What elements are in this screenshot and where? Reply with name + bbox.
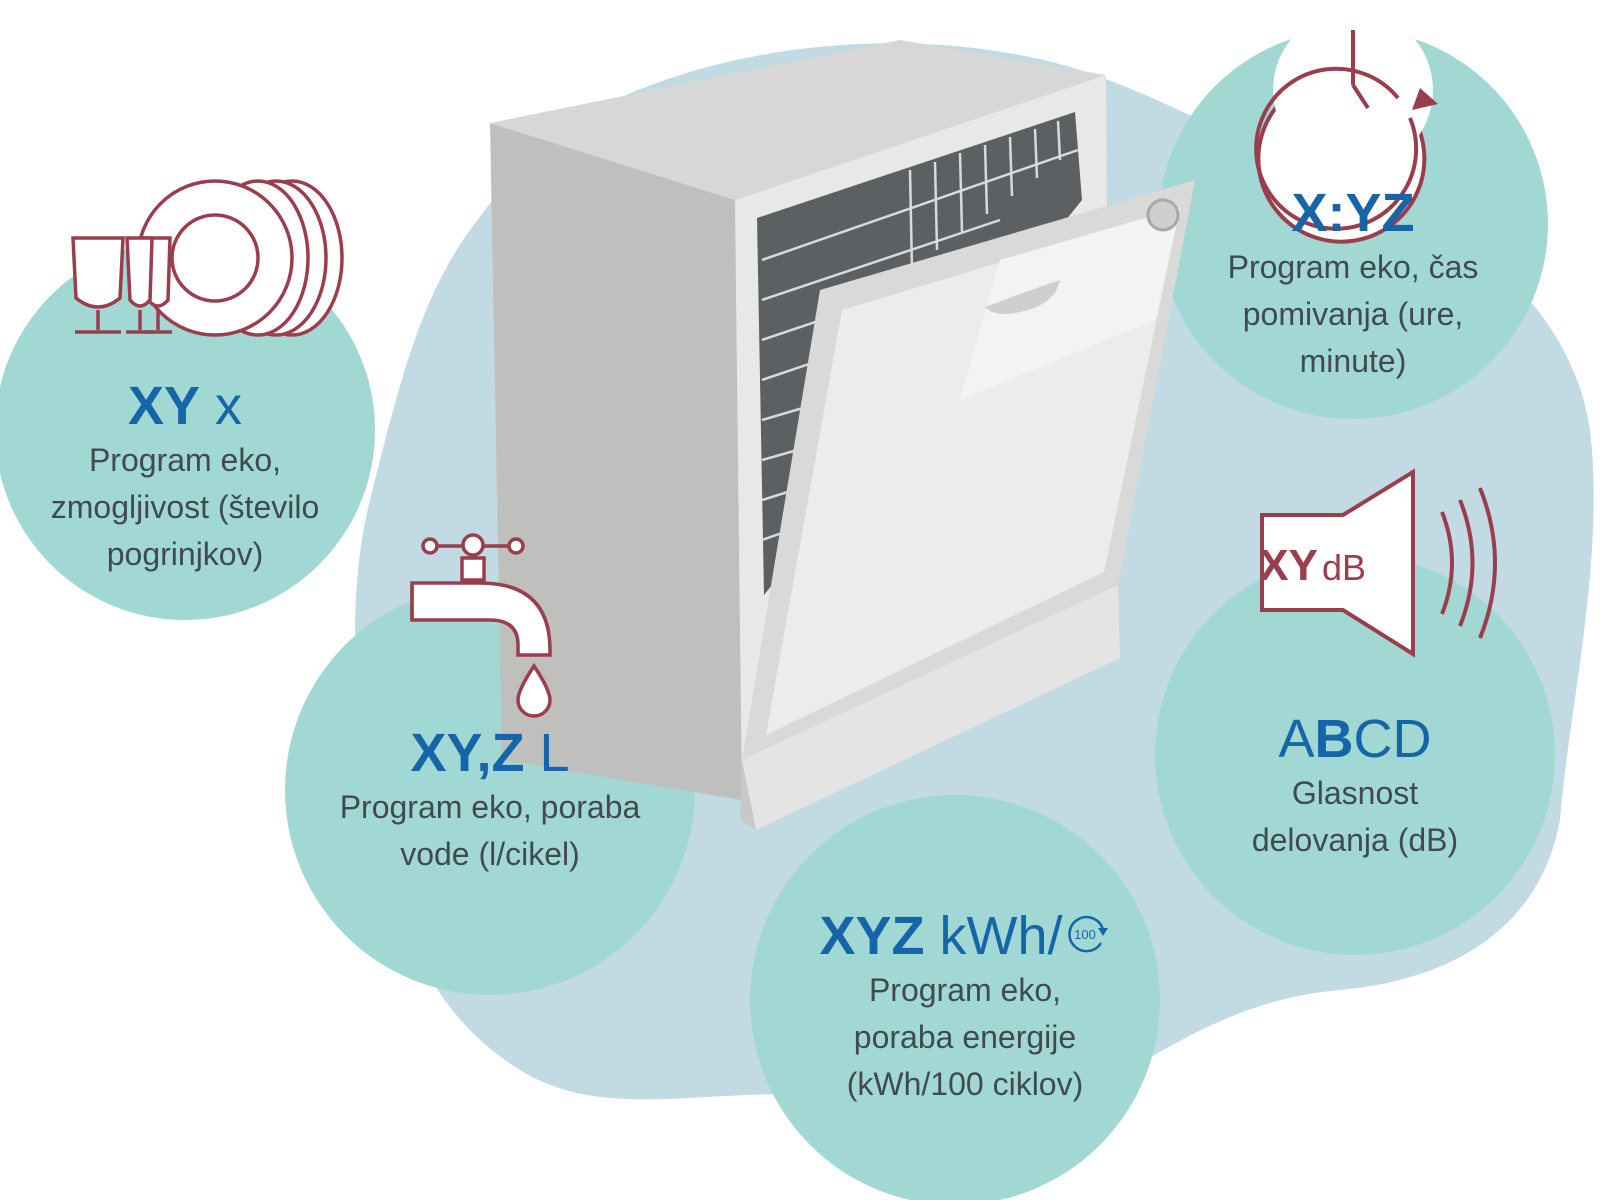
- description-line: zmogljivost (število: [50, 489, 320, 525]
- noise-class-letter: A: [1278, 709, 1315, 769]
- capacity-value-number: XY: [127, 376, 201, 436]
- speaker-icon-value: XY: [1259, 541, 1318, 590]
- clock-icon: [1254, 10, 1438, 244]
- noise-class-letter: D: [1392, 709, 1432, 769]
- water-description: Program eko, poraba vode (l/cikel): [320, 784, 660, 878]
- capacity-value: XY x: [40, 375, 330, 437]
- capacity-label: XY x Program eko, zmogljivost (število p…: [40, 375, 330, 578]
- noise-class-letter: C: [1353, 709, 1393, 769]
- description-line: Program eko, čas: [1227, 249, 1479, 285]
- noise-description: Glasnost delovanja (dB): [1220, 770, 1490, 864]
- speaker-icon: [1260, 468, 1497, 658]
- noise-class-letter-highlighted: B: [1314, 709, 1354, 769]
- description-line: (kWh/100 ciklov): [846, 1066, 1084, 1102]
- water-value-number: XY,Z: [410, 723, 525, 783]
- description-line: pogrinjkov): [106, 536, 264, 572]
- energy-value: XYZ kWh/ 100: [795, 905, 1135, 967]
- description-line: pomivanja (ure,: [1242, 296, 1464, 332]
- description-line: minute): [1299, 343, 1407, 379]
- cycle-100-label: 100: [1074, 927, 1096, 942]
- description-line: delovanja (dB): [1251, 822, 1459, 858]
- capacity-value-unit: x: [215, 376, 243, 436]
- duration-description: Program eko, čas pomivanja (ure, minute): [1200, 244, 1506, 385]
- description-line: Glasnost: [1291, 775, 1419, 811]
- description-line: vode (l/cikel): [400, 836, 580, 872]
- noise-circle: [1155, 555, 1555, 955]
- description-line: Program eko,: [868, 972, 1062, 1008]
- energy-value-unit: kWh/: [939, 906, 1063, 966]
- energy-description: Program eko, poraba energije (kWh/100 ci…: [795, 967, 1135, 1108]
- water-label: XY,Z L Program eko, poraba vode (l/cikel…: [320, 722, 660, 878]
- description-line: Program eko,: [88, 442, 282, 478]
- energy-value-number: XYZ: [819, 906, 925, 966]
- duration-value: X:YZ: [1200, 182, 1506, 244]
- water-value: XY,Z L: [320, 722, 660, 784]
- noise-class-scale: ABCD: [1220, 708, 1490, 770]
- energy-circle: [750, 795, 1160, 1200]
- description-line: poraba energije: [853, 1019, 1077, 1055]
- duration-label: X:YZ Program eko, čas pomivanja (ure, mi…: [1200, 182, 1506, 385]
- energy-label: XYZ kWh/ 100 Program eko, poraba energij…: [795, 905, 1135, 1108]
- duration-value-number: X:YZ: [1291, 183, 1415, 243]
- dishes-icon: [71, 179, 344, 337]
- cycle-100-icon: 100: [1067, 915, 1108, 953]
- water-value-unit: L: [539, 723, 570, 783]
- water-tap-icon: [410, 533, 552, 718]
- dishwasher-illustration: [490, 40, 1195, 830]
- description-line: Program eko, poraba: [339, 789, 641, 825]
- noise-label: ABCD Glasnost delovanja (dB): [1220, 708, 1490, 864]
- capacity-description: Program eko, zmogljivost (število pogrin…: [40, 437, 330, 578]
- speaker-icon-unit: dB: [1322, 547, 1366, 588]
